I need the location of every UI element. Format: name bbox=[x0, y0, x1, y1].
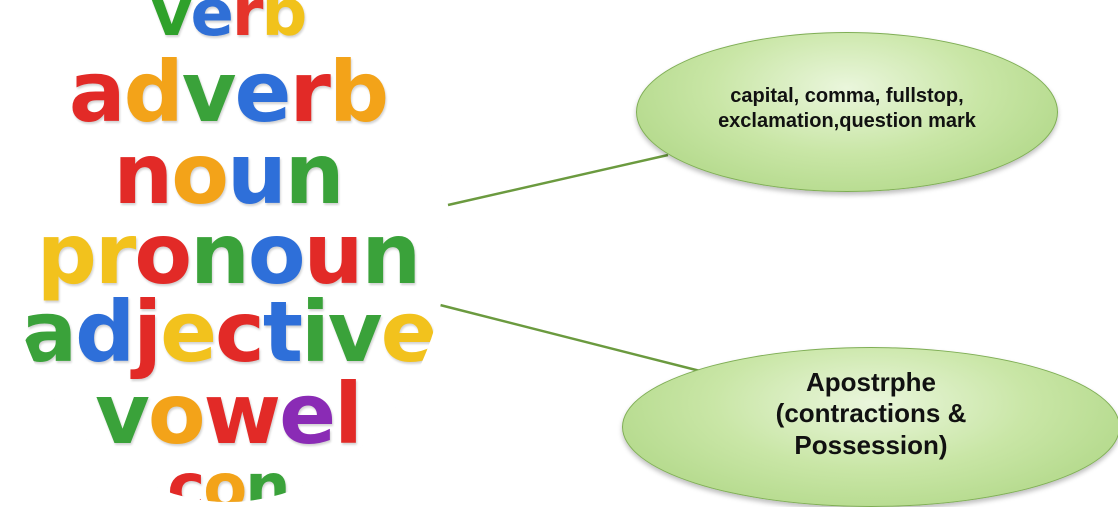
word-adjective-letter: e bbox=[160, 283, 217, 381]
connector-to-punctuation bbox=[447, 153, 669, 207]
word-bottom-partial-letter: n bbox=[245, 451, 291, 502]
word-bottom-partial-letter: o bbox=[203, 451, 247, 502]
word-adjective-letter: i bbox=[301, 283, 330, 381]
word-noun: noun bbox=[8, 132, 448, 216]
word-pronoun-letter: p bbox=[36, 205, 97, 303]
word-pronoun-letter: r bbox=[94, 205, 136, 303]
word-top-partial-letter: e bbox=[190, 0, 233, 51]
word-vowel-letter: e bbox=[279, 365, 336, 463]
word-adjective-letter: j bbox=[133, 283, 162, 381]
node-punctuation: capital, comma, fullstop, exclamation,qu… bbox=[636, 32, 1058, 192]
word-vowel-letter: l bbox=[334, 365, 363, 463]
word-top-partial-letter: r bbox=[231, 0, 264, 51]
word-adjective-letter: v bbox=[327, 283, 383, 381]
word-pronoun-letter: u bbox=[303, 205, 364, 303]
word-cloud-circle: verb adverb noun pronoun adjective vowel… bbox=[8, 0, 448, 502]
word-top-partial-letter: b bbox=[261, 0, 307, 51]
word-top-partial: verb bbox=[8, 0, 448, 46]
word-adjective-letter: d bbox=[75, 283, 135, 381]
connector-to-apostrophe bbox=[439, 303, 709, 375]
word-vowel-letter: o bbox=[147, 365, 206, 463]
word-pronoun-letter: o bbox=[247, 205, 306, 303]
word-noun-letter: n bbox=[284, 125, 345, 223]
word-adjective-letter: t bbox=[262, 283, 303, 381]
word-vowel-letter: w bbox=[203, 365, 282, 463]
word-adverb-letter: d bbox=[123, 43, 184, 141]
word-adjective-letter: e bbox=[380, 283, 438, 381]
node-apostrophe: Apostrphe (contractions & Possession) bbox=[622, 347, 1118, 507]
word-adverb: adverb bbox=[8, 50, 448, 134]
word-noun-letter: u bbox=[226, 125, 287, 223]
word-adjective: adjective bbox=[8, 290, 448, 374]
word-adverb-letter: b bbox=[328, 43, 389, 141]
word-adverb-letter: r bbox=[289, 43, 331, 141]
word-vowel: vowel bbox=[8, 372, 448, 456]
word-adjective-letter: c bbox=[215, 283, 265, 381]
word-pronoun: pronoun bbox=[8, 212, 448, 296]
word-top-partial-letter: v bbox=[150, 0, 193, 51]
connector-lines bbox=[439, 153, 709, 375]
word-pronoun-letter: n bbox=[361, 205, 421, 303]
word-bottom-partial: con bbox=[8, 456, 448, 502]
word-adjective-letter: a bbox=[20, 283, 77, 381]
mind-map-canvas: verb adverb noun pronoun adjective vowel… bbox=[8, 0, 1118, 507]
word-adverb-letter: e bbox=[234, 43, 292, 141]
word-pronoun-letter: n bbox=[190, 205, 250, 303]
word-noun-letter: n bbox=[113, 125, 173, 223]
word-adverb-letter: a bbox=[68, 43, 126, 141]
node-apostrophe-label: Apostrphe (contractions & Possession) bbox=[775, 367, 967, 460]
word-pronoun-letter: o bbox=[134, 205, 192, 303]
word-bottom-partial-letter: c bbox=[167, 451, 205, 502]
word-noun-letter: o bbox=[171, 125, 229, 223]
word-vowel-letter: v bbox=[95, 365, 150, 463]
node-punctuation-label: capital, comma, fullstop, exclamation,qu… bbox=[718, 85, 976, 132]
word-adverb-letter: v bbox=[181, 43, 237, 141]
